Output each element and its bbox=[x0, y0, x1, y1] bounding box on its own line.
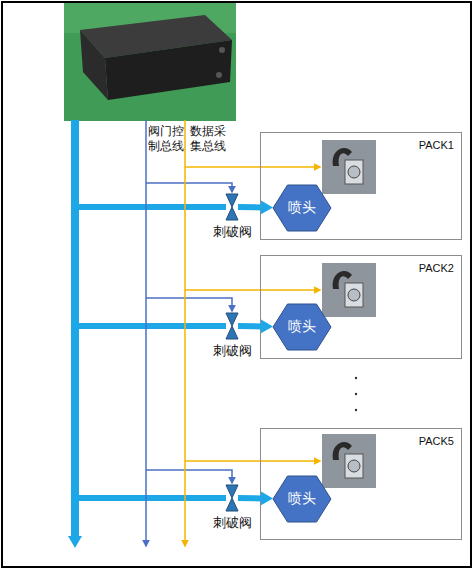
nozzle-label: 喷头 bbox=[273, 476, 331, 522]
flow-pipe bbox=[238, 204, 263, 210]
pack-box: PACK5 喷头 bbox=[260, 428, 462, 540]
valve-triangle bbox=[226, 194, 238, 207]
valve-outline bbox=[226, 485, 238, 511]
nozzle-hexagon: 喷头 bbox=[273, 476, 331, 522]
nozzle-hexagon: 喷头 bbox=[273, 304, 331, 350]
valve-triangle bbox=[226, 313, 238, 326]
valve-control-bus bbox=[146, 120, 232, 546]
pack-title: PACK1 bbox=[419, 139, 454, 151]
hexagon-shape bbox=[273, 304, 331, 350]
controller-photo bbox=[64, 3, 236, 121]
valve-triangle bbox=[226, 498, 238, 511]
flow-pipe bbox=[238, 495, 263, 501]
pack-box: PACK2 喷头 bbox=[260, 255, 462, 359]
valve-outline bbox=[226, 313, 238, 339]
valve-label: 刺破阀 bbox=[213, 223, 252, 241]
nozzle-hexagon: 喷头 bbox=[273, 185, 331, 231]
valve-label: 刺破阀 bbox=[213, 342, 252, 360]
device-photo bbox=[322, 140, 376, 194]
valve-symbol: 刺破阀 bbox=[226, 313, 238, 339]
device-photo bbox=[322, 434, 376, 488]
nozzle-label: 喷头 bbox=[273, 185, 331, 231]
continuation-dots bbox=[355, 377, 357, 411]
hexagon-shape bbox=[273, 476, 331, 522]
pack-title: PACK2 bbox=[419, 262, 454, 274]
valve-label: 刺破阀 bbox=[213, 514, 252, 532]
nozzle-label: 喷头 bbox=[273, 304, 331, 350]
hexagon-shape bbox=[273, 185, 331, 231]
flow-pipe bbox=[238, 323, 263, 329]
valve-symbol: 刺破阀 bbox=[226, 485, 238, 511]
bus-label: 数据采 集总线 bbox=[190, 124, 230, 154]
pack-title: PACK5 bbox=[419, 435, 454, 447]
bus-label: 阀门控 制总线 bbox=[148, 124, 188, 154]
valve-symbol: 刺破阀 bbox=[226, 194, 238, 220]
pack-box: PACK1 喷头 bbox=[260, 132, 462, 240]
valve-triangle bbox=[226, 207, 238, 220]
valve-outline bbox=[226, 194, 238, 220]
valve-triangle bbox=[226, 485, 238, 498]
device-photo bbox=[322, 263, 376, 317]
valve-triangle bbox=[226, 326, 238, 339]
